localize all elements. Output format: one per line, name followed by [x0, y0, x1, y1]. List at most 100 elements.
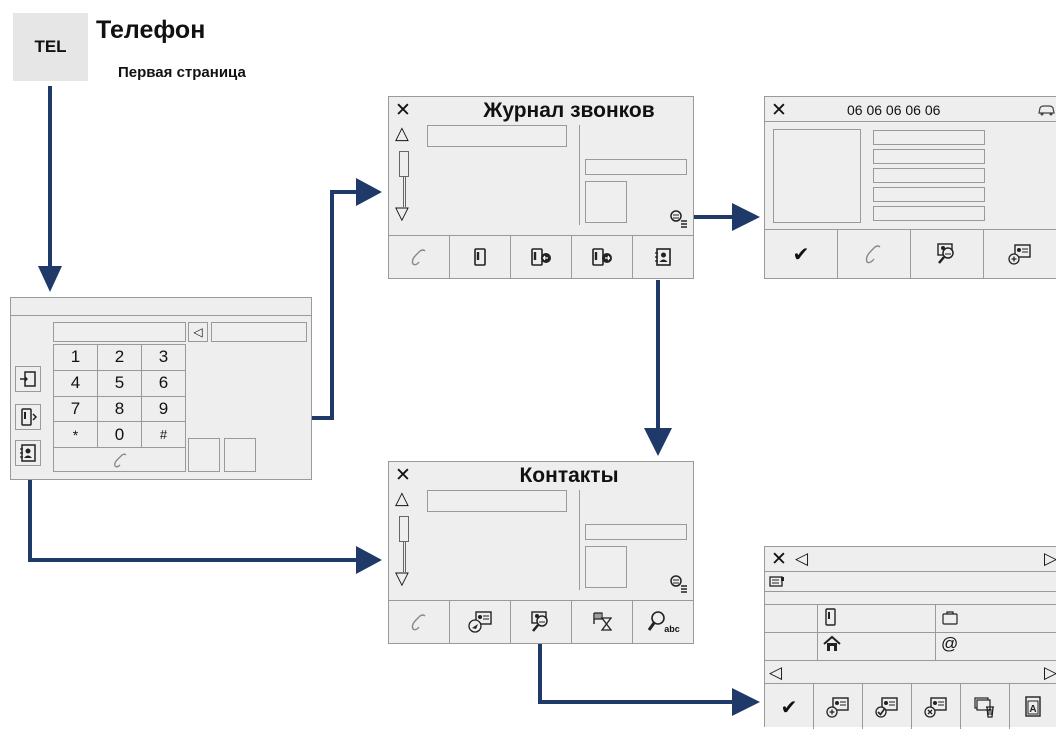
- detail-line-2: [873, 149, 985, 164]
- details-list-icon[interactable]: [669, 574, 689, 594]
- contact-photo: [773, 129, 861, 223]
- key-2[interactable]: 2: [98, 345, 142, 371]
- prev-button[interactable]: ◁: [795, 549, 809, 569]
- handset-icon: [865, 245, 881, 264]
- delete-all-softkey[interactable]: [960, 684, 1009, 729]
- secondary-field: [211, 322, 307, 342]
- contact-letter-icon: A: [1025, 695, 1041, 717]
- header-line: [765, 121, 1056, 122]
- backspace-button[interactable]: ◁: [188, 322, 208, 342]
- abc-label: abc: [664, 624, 680, 634]
- key-hash[interactable]: #: [142, 422, 186, 448]
- divider: [579, 125, 580, 225]
- call-log-softkeys: [389, 235, 693, 278]
- handset-icon: [411, 249, 426, 266]
- scroll-down-button[interactable]: ▽: [395, 568, 409, 589]
- entry-field[interactable]: [427, 490, 567, 512]
- detail-line-4: [873, 187, 985, 202]
- key-star[interactable]: *: [54, 422, 98, 448]
- detail-field: [585, 159, 687, 175]
- key-3[interactable]: 3: [142, 345, 186, 371]
- next-button[interactable]: ▷: [1044, 549, 1056, 569]
- missed-calls-softkey[interactable]: [449, 236, 510, 278]
- edit-contact-softkey[interactable]: [862, 684, 911, 729]
- photo-box: [585, 181, 627, 223]
- key-7[interactable]: 7: [54, 396, 98, 423]
- briefcase-icon: [941, 610, 959, 626]
- home-icon: [823, 635, 841, 653]
- checkmark-icon: ✔: [780, 694, 798, 719]
- call-log-button[interactable]: [15, 404, 41, 430]
- key-9[interactable]: 9: [142, 396, 186, 423]
- scroll-up-button[interactable]: △: [395, 123, 409, 144]
- hourglass-flag-icon: [593, 612, 613, 631]
- close-button[interactable]: ✕: [771, 99, 787, 121]
- call-log-icon: [21, 408, 38, 426]
- aux-box-1[interactable]: [188, 438, 220, 472]
- call-log-title: Журнал звонков: [483, 99, 655, 122]
- phone-number: 06 06 06 06 06: [847, 102, 941, 118]
- svg-text:A: A: [1029, 704, 1036, 715]
- edit-softkeys: ✔ A: [765, 683, 1056, 729]
- dial-button[interactable]: [53, 448, 186, 472]
- call-softkey[interactable]: [837, 230, 910, 278]
- field-grid: @: [765, 604, 1056, 661]
- keypad-screen: ◁ 1 2 3 4 5 6 7 8 9 * 0 #: [10, 297, 312, 480]
- divider: [579, 490, 580, 590]
- search-contact-softkey[interactable]: [910, 230, 983, 278]
- detail-line-3: [873, 168, 985, 183]
- search-contact-icon: [937, 243, 954, 264]
- arrow-contacts-to-edit: [538, 642, 736, 704]
- send-contact-softkey[interactable]: [449, 601, 510, 643]
- entry-field[interactable]: [427, 125, 567, 147]
- scroll-up-button[interactable]: △: [395, 488, 409, 509]
- confirm-softkey[interactable]: ✔: [765, 230, 837, 278]
- car-icon: [1037, 103, 1055, 117]
- contacts-softkey[interactable]: [632, 236, 693, 278]
- phonebook-button[interactable]: [15, 440, 41, 466]
- phone-icon: [474, 248, 486, 266]
- text-contact-softkey[interactable]: A: [1009, 684, 1056, 729]
- aux-box-2[interactable]: [224, 438, 256, 472]
- incoming-calls-softkey[interactable]: [510, 236, 571, 278]
- scroll-track[interactable]: [403, 542, 406, 572]
- confirm-softkey[interactable]: ✔: [765, 684, 813, 729]
- outgoing-call-icon: [592, 248, 612, 266]
- scroll-thumb[interactable]: [399, 516, 409, 542]
- sort-softkey[interactable]: [571, 601, 632, 643]
- prev-page-button[interactable]: ◁: [769, 663, 783, 683]
- search-abc-softkey[interactable]: abc: [632, 601, 693, 643]
- detail-softkeys: ✔: [765, 229, 1056, 278]
- keypad-grid: 1 2 3 4 5 6 7 8 9 * 0 #: [53, 344, 186, 448]
- key-8[interactable]: 8: [98, 396, 142, 423]
- close-button[interactable]: ✕: [395, 99, 411, 121]
- exit-button[interactable]: [15, 366, 41, 392]
- scroll-thumb[interactable]: [399, 151, 409, 177]
- next-page-button[interactable]: ▷: [1044, 663, 1056, 683]
- close-button[interactable]: ✕: [771, 548, 787, 570]
- key-5[interactable]: 5: [98, 370, 142, 397]
- exit-icon: [20, 371, 36, 387]
- details-list-icon[interactable]: [669, 209, 689, 229]
- search-abc-icon: [648, 611, 666, 631]
- key-6[interactable]: 6: [142, 370, 186, 397]
- photo-box: [585, 546, 627, 588]
- key-0[interactable]: 0: [98, 422, 142, 448]
- magnify-list-icon: [670, 210, 687, 228]
- search-contact-icon: [531, 611, 548, 632]
- search-contact-softkey[interactable]: [510, 601, 571, 643]
- key-4[interactable]: 4: [54, 370, 98, 397]
- key-1[interactable]: 1: [54, 345, 98, 371]
- number-field[interactable]: [53, 322, 186, 342]
- call-softkey[interactable]: [389, 601, 449, 643]
- call-softkey[interactable]: [389, 236, 449, 278]
- email-icon: @: [941, 634, 959, 653]
- scroll-track[interactable]: [403, 177, 406, 207]
- delete-contact-softkey[interactable]: [911, 684, 960, 729]
- tel-label: TEL: [34, 37, 67, 56]
- scroll-down-button[interactable]: ▽: [395, 203, 409, 224]
- outgoing-calls-softkey[interactable]: [571, 236, 632, 278]
- add-contact-softkey[interactable]: [983, 230, 1056, 278]
- close-button[interactable]: ✕: [395, 464, 411, 486]
- add-contact-softkey[interactable]: [813, 684, 862, 729]
